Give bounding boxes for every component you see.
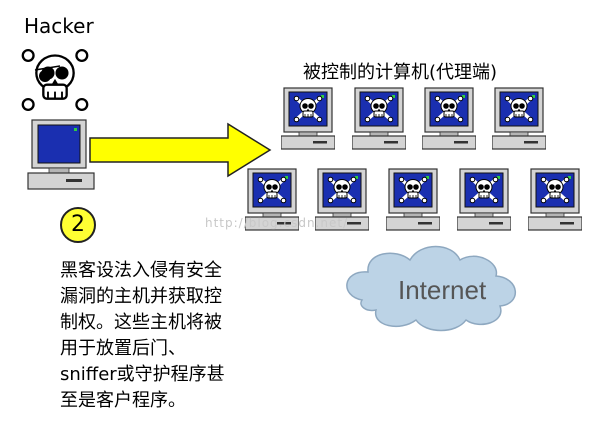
attack-arrow: [89, 122, 272, 178]
controlled-computer-8: [457, 169, 511, 230]
controlled-computer-2: [352, 88, 406, 149]
step-number-badge: 2: [60, 207, 96, 243]
internet-cloud: [346, 245, 517, 332]
hacker-skull-icon: [23, 50, 87, 110]
controlled-hosts-label: 被控制的计算机(代理端): [303, 62, 498, 83]
step-description: 黑客设法入侵有安全 漏洞的主机并获取控 制权。这些主机将被 用于放置后门、 sn…: [60, 260, 225, 411]
controlled-computer-4: [492, 88, 546, 149]
internet-label: Internet: [398, 275, 487, 305]
controlled-computer-9: [528, 169, 582, 230]
controlled-computer-1: [281, 88, 335, 149]
watermark: http://blog.csdn.net/: [205, 216, 349, 230]
controlled-computer-3: [422, 88, 476, 149]
hacker-label: Hacker: [24, 14, 94, 38]
controlled-computer-7: [386, 169, 440, 230]
hacker-computer-icon: [27, 119, 95, 190]
